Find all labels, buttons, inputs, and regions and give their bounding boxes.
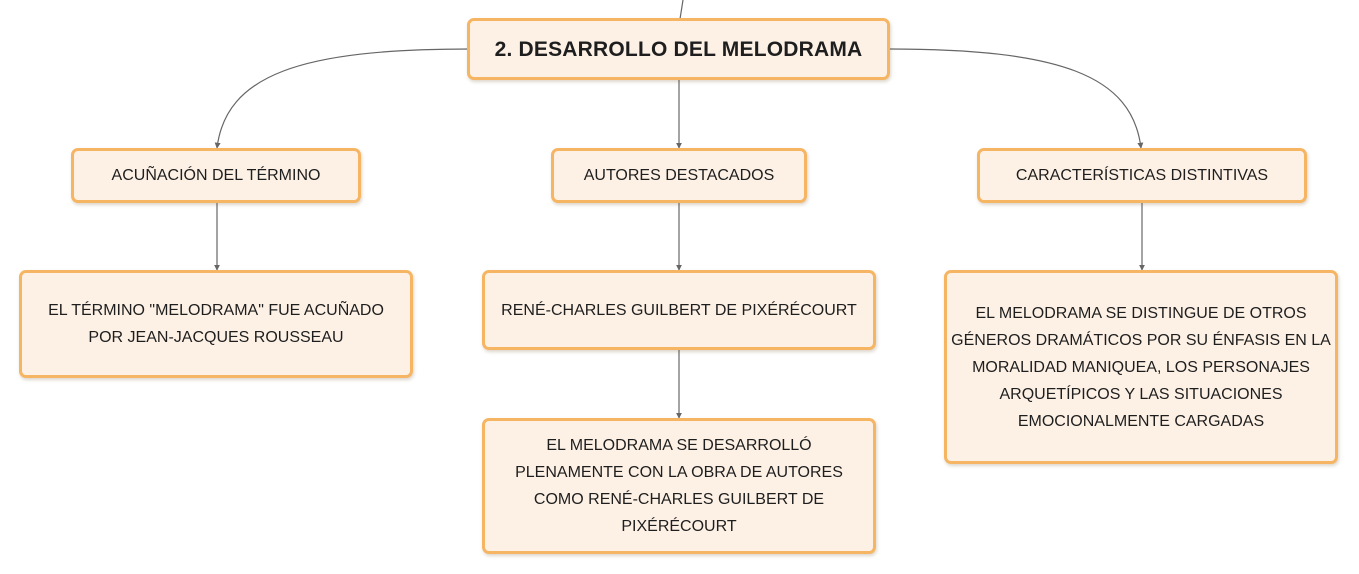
branch-node-caracteristicas-distintivas[interactable]: CARACTERÍSTICAS DISTINTIVAS <box>977 148 1307 203</box>
detail-node-autores[interactable]: RENÉ-CHARLES GUILBERT DE PIXÉRÉCOURT <box>482 270 876 350</box>
sub-detail-node-autores[interactable]: EL MELODRAMA SE DESARROLLÓ PLENAMENTE CO… <box>482 418 876 554</box>
branch-node-acunacion-del-termino[interactable]: ACUÑACIÓN DEL TÉRMINO <box>71 148 361 203</box>
detail-node-caracteristicas[interactable]: EL MELODRAMA SE DISTINGUE DE OTROS GÉNER… <box>944 270 1338 464</box>
root-topic-node[interactable]: 2. DESARROLLO DEL MELODRAMA <box>467 18 890 80</box>
connector-root-to-caracteristicas <box>887 48 1144 149</box>
connector-root-to-acunacion <box>214 48 471 149</box>
branch-node-autores-destacados[interactable]: AUTORES DESTACADOS <box>551 148 807 203</box>
connector-incoming <box>679 0 684 20</box>
detail-node-acunacion[interactable]: EL TÉRMINO "MELODRAMA" FUE ACUÑADO POR J… <box>19 270 413 378</box>
